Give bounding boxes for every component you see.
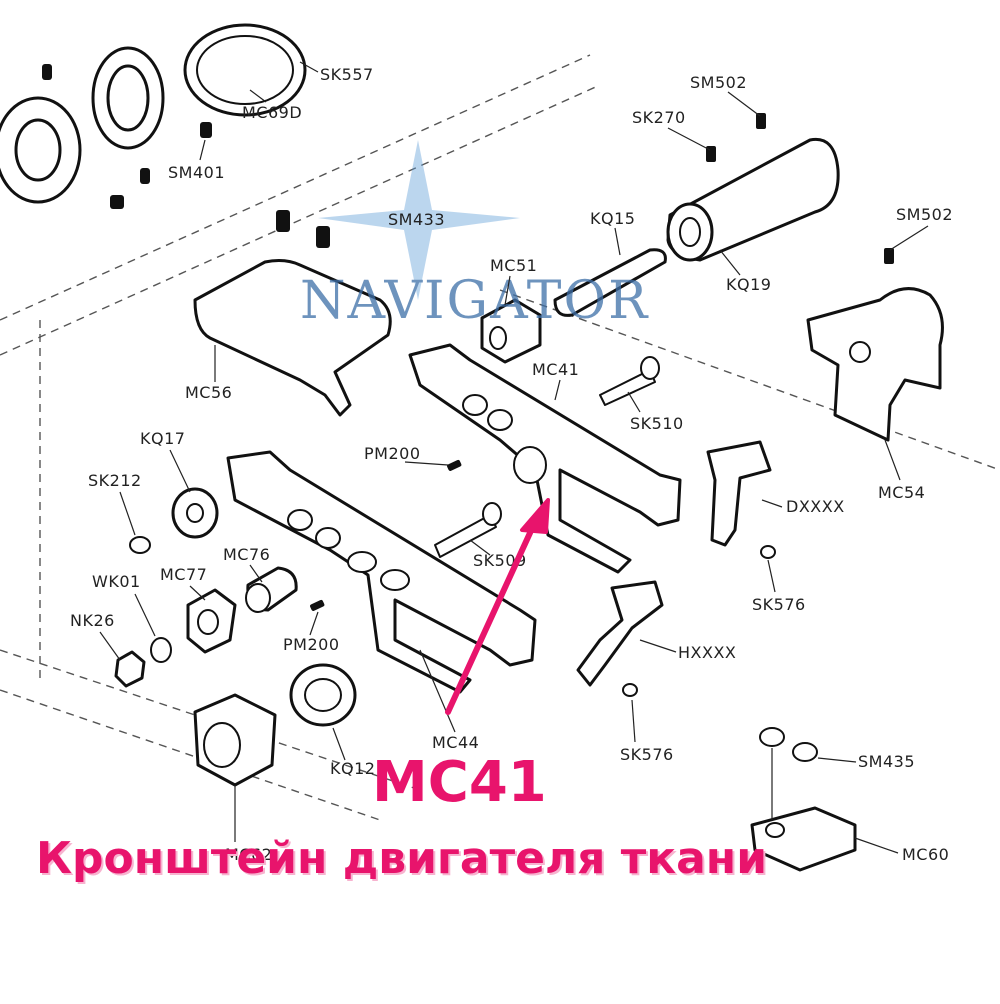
mc54-part: [806, 248, 944, 442]
watermark-text: NAVIGATOR: [300, 271, 649, 331]
dxxxx-part: [706, 440, 776, 559]
mc69d-part: [0, 23, 307, 209]
label-mc76: MC76: [223, 545, 270, 564]
mc60-part: [750, 727, 857, 872]
label-kq15: KQ15: [590, 209, 635, 228]
label-sm401: SM401: [168, 163, 225, 182]
label-sm502-top: SM502: [690, 73, 747, 92]
label-dxxxx: DXXXX: [786, 497, 845, 516]
label-sm433: SM433: [388, 210, 445, 229]
label-sk576-upper: SK576: [752, 595, 806, 614]
label-mc62: MC62: [225, 845, 272, 864]
mc77-part: [114, 588, 237, 688]
pm200-lower-pin: [310, 599, 325, 611]
label-mc56: MC56: [185, 383, 232, 402]
label-mc51: MC51: [490, 256, 537, 275]
kq19-part: [666, 113, 840, 262]
mc41-part: [408, 343, 682, 574]
highlight-arrow: [445, 498, 550, 715]
label-sk576-lower: SK576: [620, 745, 674, 764]
mc56-part: [193, 210, 392, 417]
mc44-part: [226, 450, 537, 694]
label-kq12: KQ12: [330, 759, 375, 778]
label-wk01: WK01: [92, 572, 141, 591]
mc76-part: [245, 566, 298, 613]
label-mc41: MC41: [532, 360, 579, 379]
label-kq19: KQ19: [726, 275, 771, 294]
highlight-caption: Кронштейн двигателя ткани: [36, 833, 768, 884]
label-mc77: MC77: [160, 565, 207, 584]
label-sk212: SK212: [88, 471, 142, 490]
label-mc60: MC60: [902, 845, 949, 864]
mc62-part: [193, 693, 277, 787]
mc51-part: [480, 298, 542, 364]
hxxxx-part: [576, 580, 664, 697]
label-nk26: NK26: [70, 611, 115, 630]
navigator-watermark: NAVIGATOR: [300, 140, 649, 331]
label-mc54: MC54: [878, 483, 925, 502]
sk510-part: [599, 356, 660, 406]
label-pm200-upper: PM200: [364, 444, 421, 463]
part-labels: SK557 MC69D SM401 SM433 SM502 SK270 KQ15…: [70, 65, 953, 864]
label-kq17: KQ17: [140, 429, 185, 448]
label-sm502-right: SM502: [896, 205, 953, 224]
label-mc44: MC44: [432, 733, 479, 752]
label-hxxxx: HXXXX: [678, 643, 736, 662]
sk509-part: [434, 502, 502, 558]
frame-lines: [0, 54, 1000, 821]
leader-lines: [99, 61, 929, 854]
label-sk510: SK510: [630, 414, 684, 433]
kq12-part: [289, 663, 357, 727]
label-sk557: SK557: [320, 65, 374, 84]
kq15-part: [553, 248, 667, 317]
highlight-part-code: MC41: [372, 750, 547, 815]
label-mc69d: MC69D: [242, 103, 302, 122]
label-sk270: SK270: [632, 108, 686, 127]
pm200-upper-pin: [447, 459, 462, 471]
label-pm200-lower: PM200: [283, 635, 340, 654]
kq17-part: [129, 487, 219, 554]
label-sm435: SM435: [858, 752, 915, 771]
